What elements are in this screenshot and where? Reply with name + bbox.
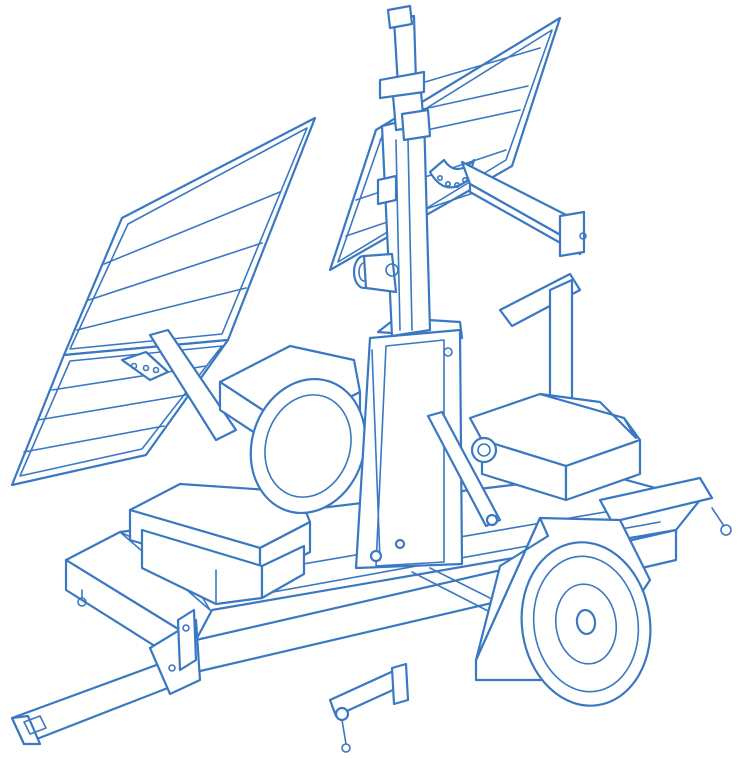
rear-crossbar (498, 272, 582, 412)
right-wheel (474, 516, 652, 707)
left-panel-bracket (120, 328, 238, 442)
right-solar-panel (328, 16, 562, 272)
front-stabilizer-bar (328, 662, 410, 753)
left-battery-box (128, 482, 312, 606)
leveling-jacks (77, 507, 732, 607)
right-panel-bracket (428, 158, 587, 258)
tow-bar (10, 608, 202, 746)
inner-tyre-left (249, 377, 367, 515)
mast-winch (352, 252, 399, 294)
right-battery-box (468, 392, 642, 502)
left-solar-panel (10, 116, 317, 487)
right-mast-strut (426, 410, 502, 528)
